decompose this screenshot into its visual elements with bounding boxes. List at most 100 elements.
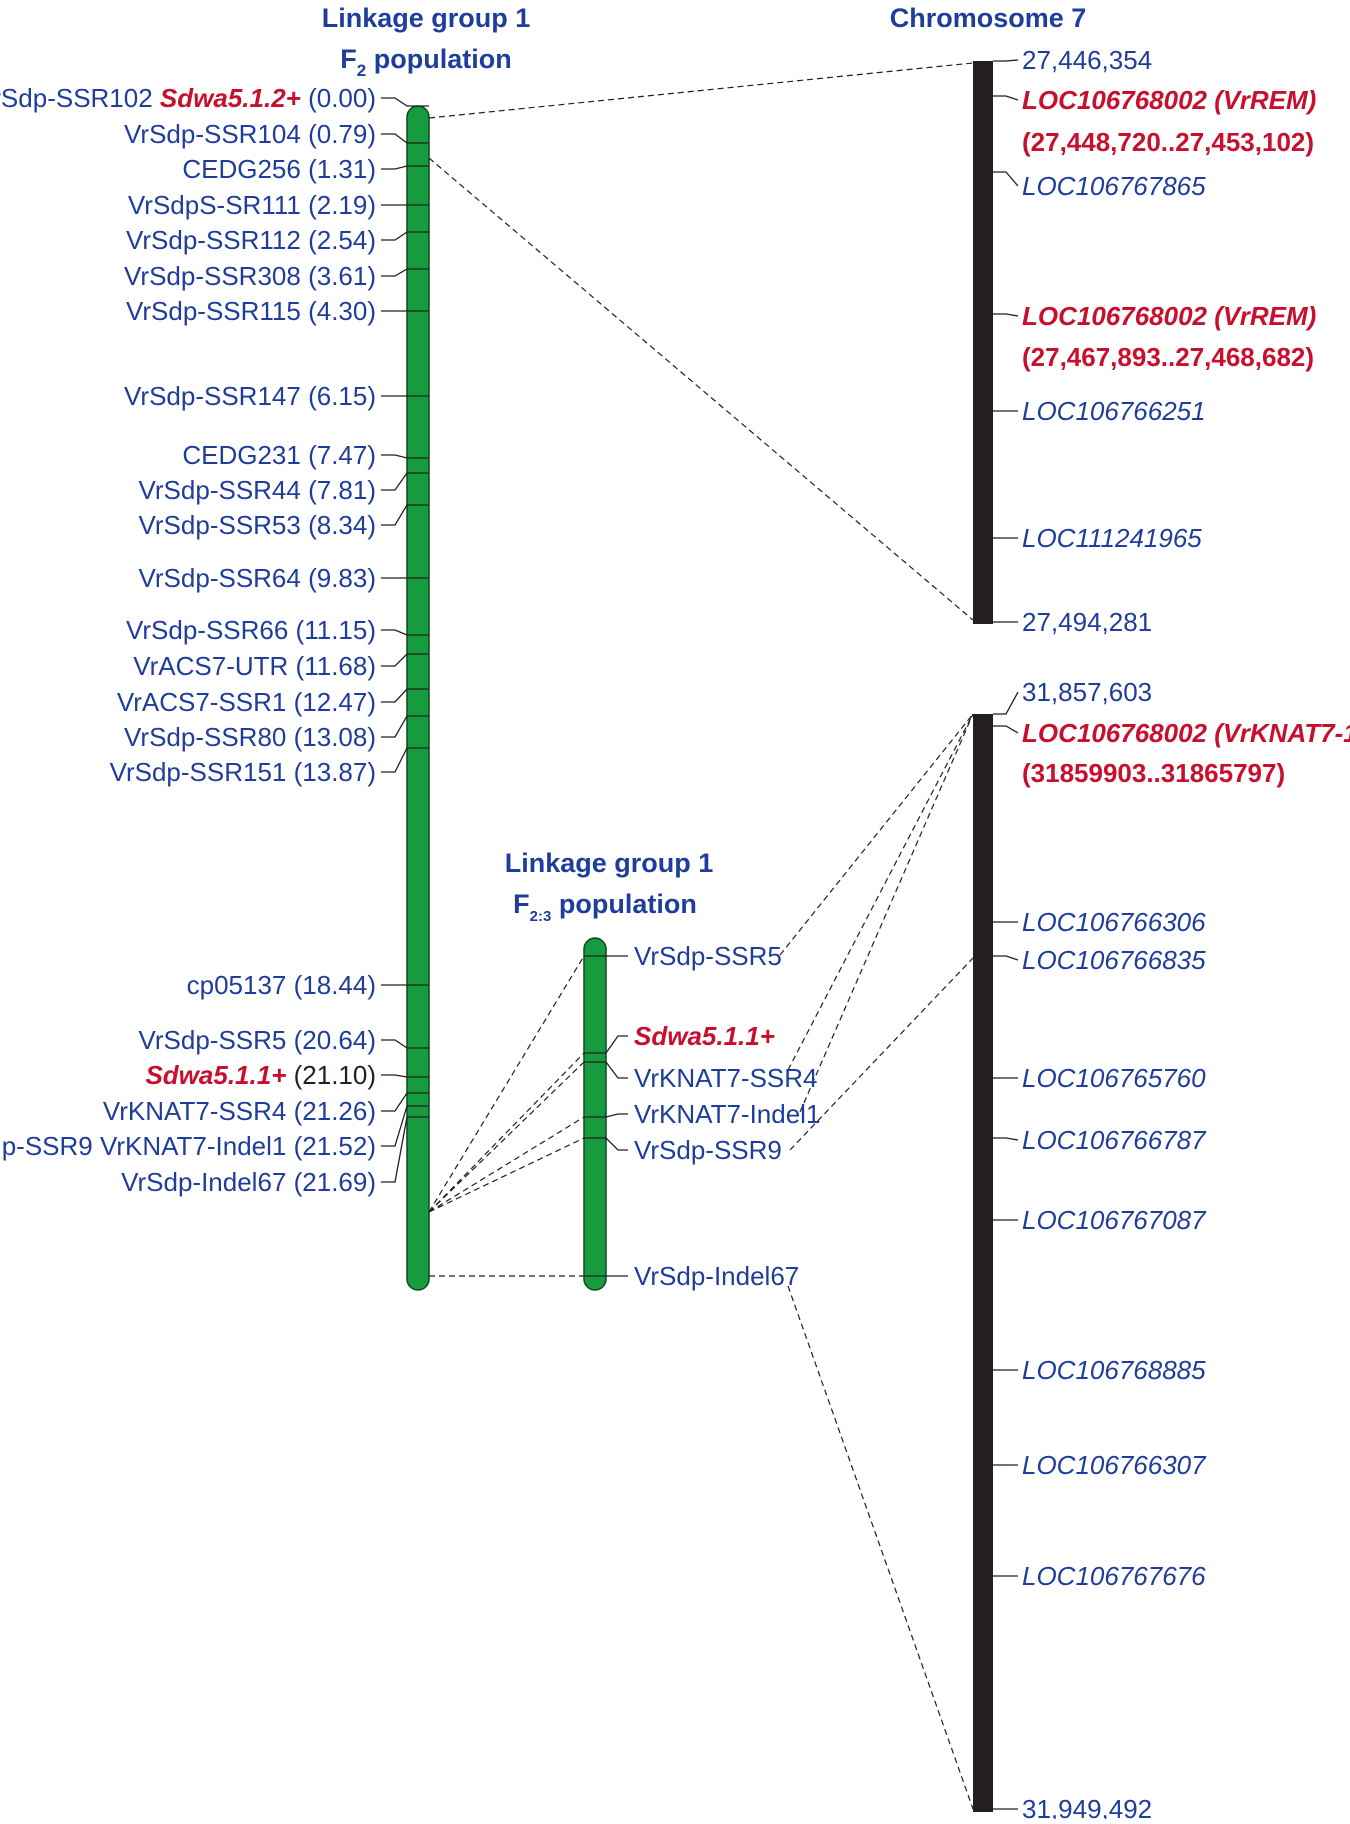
chromosome-label: LOC106766306 <box>1022 907 1206 937</box>
chromosome-label: LOC106767865 <box>1022 171 1206 201</box>
lg1-marker-label: VrSdp-SSR115 (4.30) <box>126 296 376 326</box>
lg1-marker-tick <box>381 504 429 526</box>
lg1-f23-linkage-bar <box>583 937 607 1291</box>
chromosome-title: Chromosome 7 <box>890 3 1087 33</box>
lg1-marker-tick <box>381 268 429 277</box>
dashed-connector <box>428 1137 585 1213</box>
dashed-connector <box>789 957 974 1151</box>
chromosome-label: LOC106768885 <box>1022 1355 1206 1385</box>
lg1-f2-title-line2: F2 population <box>340 44 511 80</box>
chromosome-label: 31,949,492 <box>1022 1794 1152 1819</box>
lg1-marker-label: VrSdp-Indel67 (21.69) <box>121 1167 376 1197</box>
chromosome-label-tick <box>993 171 1019 187</box>
lg1-marker-label: VrSdp-SSR64 (9.83) <box>139 563 376 593</box>
lg1-marker-label: VrSdp-SSR102 Sdwa5.1.2+ (0.00) <box>0 83 376 113</box>
chromosome-label: LOC106765760 <box>1022 1063 1206 1093</box>
chromosome-label-tick <box>993 691 1019 715</box>
chromosome-label-tick <box>993 1137 1019 1141</box>
chromosome-label-tick <box>993 725 1019 734</box>
chromosome-label-tick <box>993 95 1019 101</box>
lg1-f2-title-line1: Linkage group 1 <box>322 3 531 33</box>
chromosome-label-tick <box>993 313 1019 317</box>
lg1-marker-tick <box>381 1092 429 1112</box>
chromosome-label: (27,467,893..27,468,682) <box>1022 342 1314 372</box>
f23-marker-tick <box>584 1061 628 1079</box>
chromosome-label: 27,446,354 <box>1022 45 1152 75</box>
chromosome-label: LOC106768002 (VrKNAT7-1) <box>1022 718 1350 748</box>
lg1-marker-label: VrSdpS-SR111 (2.19) <box>128 190 376 220</box>
lg1-marker-tick <box>381 231 429 241</box>
lg1-marker-label: CEDG231 (7.47) <box>182 440 376 470</box>
lg1-f2-linkage-bar <box>406 105 430 1291</box>
lg1-f23-title-line2: F2:3 population <box>513 889 697 925</box>
lg1-f23-markers: VrSdp-SSR5Sdwa5.1.1+VrKNAT7-SSR4VrKNAT7-… <box>584 941 820 1291</box>
lg1-marker-label: VrSdp-SSR5 (20.64) <box>139 1025 377 1055</box>
dashed-connector <box>428 62 974 119</box>
dashed-connector <box>428 157 974 621</box>
lg1-marker-tick <box>381 715 429 738</box>
chromosome-label: LOC106767087 <box>1022 1205 1207 1235</box>
lg1-f2-markers: VrSdp-SSR102 Sdwa5.1.2+ (0.00) VrSdp-SSR1… <box>0 83 429 1197</box>
lg1-marker-tick <box>381 747 429 773</box>
chromosome-label: LOC106767676 <box>1022 1561 1206 1591</box>
chromosome-upper-segment-bar <box>973 61 993 624</box>
lg1-marker-tick <box>381 688 429 703</box>
lg1-marker-label: VrSdp-SSR112 (2.54) <box>126 225 376 255</box>
f23-marker-label: VrSdp-SSR5 <box>634 941 782 971</box>
lg1-marker-label: VrSdp-SSR104 (0.79) <box>124 119 376 149</box>
lg1-marker-label: VrSdp-SSR151 (13.87) <box>110 757 376 787</box>
lg1-marker-label: VrSdp-SSR44 (7.81) <box>139 475 376 505</box>
chromosome-label: 27,494,281 <box>1022 607 1152 637</box>
f23-marker-label: VrSdp-SSR9 <box>634 1135 782 1165</box>
chromosome-label: LOC106766251 <box>1022 396 1206 426</box>
dashed-connector <box>428 1052 585 1213</box>
f23-marker-tick <box>584 1113 628 1118</box>
lg1-marker-tick <box>381 1116 429 1183</box>
lg1-f23-title-line1: Linkage group 1 <box>505 848 714 878</box>
qtl-label: Sdwa5.1.1+ <box>145 1060 286 1090</box>
lg1-marker-label: VrSdp-SSR147 (6.15) <box>124 381 376 411</box>
lg1-marker-tick <box>381 472 429 491</box>
lg1-marker-tick <box>381 454 429 459</box>
dashed-connector <box>787 1285 974 1810</box>
lg1-marker-label: VrSdp-SSR308 (3.61) <box>124 261 376 291</box>
dashed-connector <box>799 713 974 1113</box>
lg1-marker-label: VrSdp-SSR9 VrKNAT7-Indel1 (21.52) <box>0 1131 376 1161</box>
f23-marker-tick <box>584 1035 628 1054</box>
lg1-marker-label: VrSdp-SSR66 (11.15) <box>126 615 376 645</box>
chromosome-label: (31859903..31865797) <box>1022 758 1285 788</box>
chromosome-label: LOC106766307 <box>1022 1450 1207 1480</box>
lg1-marker-label: VrKNAT7-SSR4 (21.26) <box>103 1096 376 1126</box>
lg1-marker-label: Sdwa5.1.1+ (21.10) <box>145 1060 376 1090</box>
lg1-marker-label: VrSdp-SSR53 (8.34) <box>139 510 376 540</box>
lg1-marker-tick <box>381 1039 429 1049</box>
chromosome-label: LOC111241965 <box>1022 523 1202 553</box>
dashed-connector <box>428 1061 585 1213</box>
lg1-marker-label: CEDG256 (1.31) <box>182 154 376 184</box>
qtl-label: Sdwa5.1.2+ <box>160 83 301 113</box>
lg1-marker-tick <box>381 653 429 667</box>
f23-marker-label: VrKNAT7-SSR4 <box>634 1063 818 1093</box>
lg1-marker-tick <box>381 133 429 144</box>
lg1-marker-tick <box>381 629 429 636</box>
chromosome-label: 31,857,603 <box>1022 677 1152 707</box>
lg1-marker-label: VrACS7-SSR1 (12.47) <box>117 687 376 717</box>
dashed-connector <box>779 713 974 956</box>
f23-marker-label: VrKNAT7-Indel1 <box>634 1099 820 1129</box>
lg1-marker-label: cp05137 (18.44) <box>187 970 376 1000</box>
dashed-connector <box>428 1116 585 1213</box>
dashed-connectors <box>428 62 974 1810</box>
chromosome-label: LOC106766835 <box>1022 945 1206 975</box>
chromosome-label: (27,448,720..27,453,102) <box>1022 127 1314 157</box>
chromosome-label: LOC106768002 (VrREM) <box>1022 301 1316 331</box>
lg1-marker-label: VrSdp-SSR80 (13.08) <box>124 722 376 752</box>
f23-marker-label: VrSdp-Indel67 <box>634 1261 799 1291</box>
lg1-marker-tick <box>381 1105 429 1147</box>
f23-marker-tick <box>584 1137 628 1151</box>
lg1-marker-tick <box>381 97 429 107</box>
chromosome-label-tick <box>993 955 1019 961</box>
chromosome-lower-segment-bar <box>973 714 993 1812</box>
lg1-marker-label: VrACS7-UTR (11.68) <box>133 651 376 681</box>
